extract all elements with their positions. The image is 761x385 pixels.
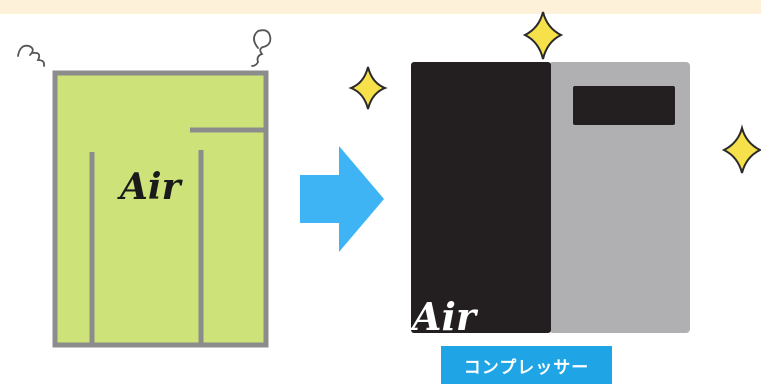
room-floor xyxy=(52,70,269,348)
compressor-front-panel xyxy=(411,62,551,333)
odor-squiggle-icon xyxy=(17,44,46,67)
compressor-label-text: コンプレッサー xyxy=(463,357,590,378)
compressor-illustration: Air xyxy=(409,62,690,339)
odor-squiggle-icon xyxy=(251,29,272,67)
compressor-display xyxy=(573,86,675,125)
sparkle-icon xyxy=(348,66,388,110)
top-band xyxy=(0,0,761,14)
room-illustration: Air xyxy=(52,70,269,348)
compressor-air-label: Air xyxy=(409,294,479,339)
compressor-side-panel xyxy=(549,62,690,333)
sparkle-icon xyxy=(522,11,564,60)
arrow-right-icon xyxy=(300,146,384,252)
room-air-label: Air xyxy=(117,166,184,208)
compressor-label: コンプレッサー xyxy=(441,346,612,384)
sparkle-icon xyxy=(721,124,761,174)
